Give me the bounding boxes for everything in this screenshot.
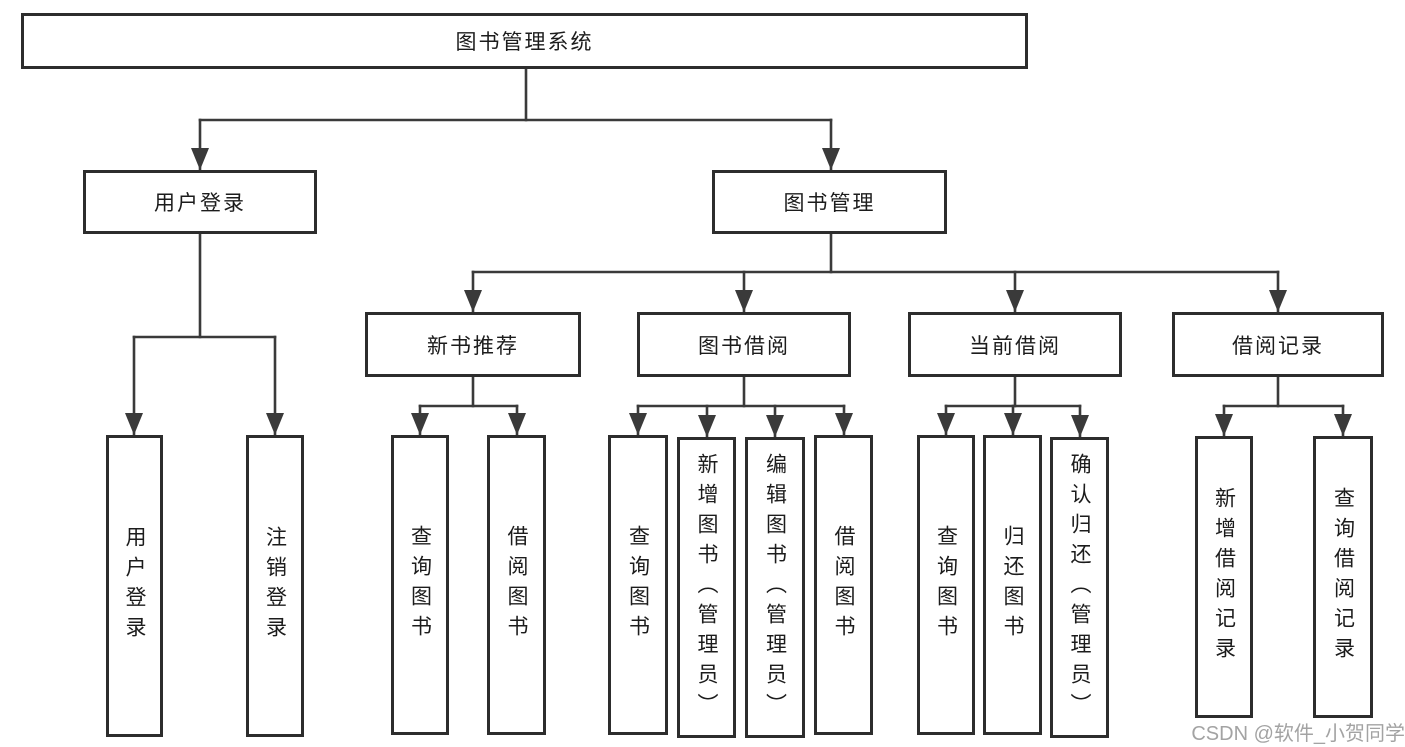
leaf-query-books-3: 查询图书 [917,435,975,735]
leaf-borrow-books-1-label: 借阅图书 [505,525,528,645]
leaf-query-books-3-label: 查询图书 [934,525,958,645]
leaf-add-borrow-record-label: 新增借阅记录 [1212,487,1236,667]
leaf-add-book-admin-label: 新增图书（管理员） [695,452,718,723]
node-root: 图书管理系统 [21,13,1028,69]
leaf-borrow-books-2-label: 借阅图书 [832,525,855,645]
leaf-borrow-books-2: 借阅图书 [814,435,873,735]
leaf-logout-label: 注销登录 [263,526,287,646]
leaf-user-login-label: 用户登录 [123,526,146,646]
leaf-query-books-2: 查询图书 [608,435,668,735]
node-borrow-records: 借阅记录 [1172,312,1384,377]
leaf-query-borrow-record-label: 查询借阅记录 [1331,487,1355,667]
leaf-borrow-books-1: 借阅图书 [487,435,546,735]
node-user-login-label: 用户登录 [154,192,246,215]
leaf-confirm-return-admin-label: 确认归还（管理员） [1068,452,1091,723]
node-current-borrow: 当前借阅 [908,312,1122,377]
node-new-book-recommend-label: 新书推荐 [427,334,519,358]
leaf-add-book-admin: 新增图书（管理员） [677,437,736,738]
node-root-label: 图书管理系统 [455,31,594,54]
node-book-management: 图书管理 [712,170,947,234]
node-book-borrow-label: 图书借阅 [698,334,790,358]
leaf-query-books-1-label: 查询图书 [408,525,432,645]
node-borrow-records-label: 借阅记录 [1232,334,1324,358]
leaf-query-borrow-record: 查询借阅记录 [1313,436,1373,718]
leaf-logout: 注销登录 [246,435,304,737]
leaf-confirm-return-admin: 确认归还（管理员） [1050,437,1109,738]
leaf-query-books-2-label: 查询图书 [626,525,650,645]
leaf-edit-book-admin: 编辑图书（管理员） [745,437,805,738]
leaf-user-login: 用户登录 [106,435,163,737]
node-book-borrow: 图书借阅 [637,312,851,377]
leaf-add-borrow-record: 新增借阅记录 [1195,436,1253,718]
leaf-return-book-label: 归还图书 [1001,525,1024,645]
leaf-edit-book-admin-label: 编辑图书（管理员） [763,452,787,723]
node-current-borrow-label: 当前借阅 [969,334,1061,358]
node-book-management-label: 图书管理 [783,192,876,215]
node-user-login: 用户登录 [83,170,317,234]
leaf-return-book: 归还图书 [983,435,1042,735]
node-new-book-recommend: 新书推荐 [365,312,581,377]
leaf-query-books-1: 查询图书 [391,435,449,735]
watermark: CSDN @软件_小贺同学 [1191,723,1405,745]
